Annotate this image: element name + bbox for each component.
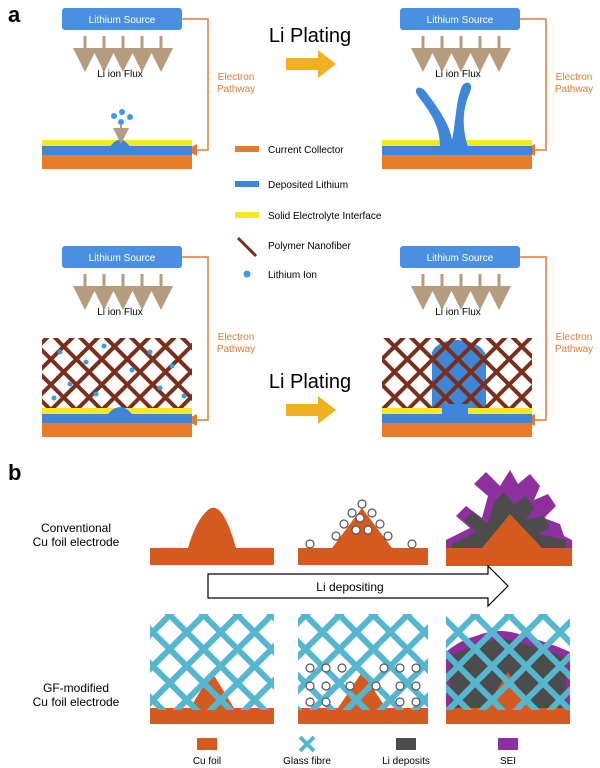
panel-a-bottom-left: Lithium Source Li ion Flux Electron Path… [42,246,255,437]
conventional-stage-1 [150,507,274,565]
gf-stage-2 [298,614,428,724]
li-ion-flux-label: Li ion Flux [97,307,143,318]
li-ion-flux-label: Li ion Flux [97,69,143,80]
lithium-source-box [62,246,182,268]
panel-b-letter: b [8,460,21,485]
li-ion-flux-arrows [411,274,511,310]
row2-label-2: Cu foil electrode [33,695,120,709]
lithium-source-box [62,8,182,30]
current-collector [382,423,532,437]
legend-sei-swatch [235,212,259,218]
legend-current-collector-label: Current Collector [268,145,344,156]
deposited-lithium-layer [42,414,192,423]
row2-label-1: GF-modified [43,681,109,695]
deposited-lithium-layer [42,146,192,155]
li-ions-grid [305,663,421,707]
electron-pathway-line [520,256,547,426]
panel-a-top-right: Lithium Source Li ion Flux Electron Path… [382,8,593,169]
current-collector [42,423,192,437]
glass-fibre-lattice [446,614,570,710]
row1-label-1: Conventional [41,521,111,535]
legend-lithium-ion-swatch [243,270,251,278]
panel-a-legend: Current Collector Deposited Lithium Soli… [235,145,382,281]
lithium-ions [111,109,133,125]
legend-cu-foil-label: Cu foil [193,756,221,767]
legend-li-deposits-swatch [396,738,416,750]
current-collector [42,155,192,169]
glass-fibre-lattice [298,614,428,710]
nanofiber-mesh [42,338,192,408]
plating-arrow-bottom [286,396,336,424]
nanofiber-mesh [382,338,532,408]
electron-label-1: Electron [218,72,255,83]
gf-stage-3 [446,614,570,724]
li-depositing-label: Li depositing [316,580,383,594]
li-ion-flux-label: Li ion Flux [435,307,481,318]
panel-b-row2-label: GF-modified Cu foil electrode [33,681,120,709]
legend-current-collector-swatch [235,146,259,152]
lithium-bump [108,407,132,414]
legend-deposited-lithium-label: Deposited Lithium [268,180,348,191]
legend-glass-fibre-swatch [298,735,316,753]
cu-foil-peak [298,508,428,565]
legend-glass-fibre-label: Glass fibre [283,756,331,767]
legend-nanofiber-swatch [236,236,258,258]
panel-b-row1-label: Conventional Cu foil electrode [33,521,120,549]
deposited-lithium-layer [382,414,532,423]
li-depositing-arrow: Li depositing [207,564,509,608]
conventional-stage-2 [298,499,428,565]
li-ion-flux-arrows [73,274,173,310]
legend-nanofiber-label: Polymer Nanofiber [268,241,351,252]
deposited-lithium-layer [382,146,532,155]
lithium-source-box [400,246,520,268]
current-collector [382,155,532,169]
cu-foil-peak [446,514,572,566]
electron-label-1: Electron [218,332,255,343]
gf-stage-1 [150,614,274,724]
li-ion-flux-label: Li ion Flux [435,69,481,80]
panel-b-legend: Cu foil Glass fibre Li deposits SEI [193,735,518,767]
electron-pathway-line [182,256,209,426]
electron-label-2: Pathway [555,84,593,95]
li-ion-flux-arrows [411,36,511,72]
lithium-source-label: Lithium Source [89,15,156,26]
legend-li-deposits-label: Li deposits [382,756,430,767]
electron-label-1: Electron [556,332,593,343]
panel-a-letter: a [8,2,21,27]
lithium-dendrites [415,82,472,147]
lithium-source-label: Lithium Source [89,253,156,264]
panel-a-top-left: Lithium Source Li ion Flux Electron Path… [42,8,255,169]
li-ion-flux-arrows [73,36,173,72]
electron-label-2: Pathway [217,344,255,355]
legend-lithium-ion-label: Lithium Ion [268,270,317,281]
li-plating-label-top: Li Plating [269,25,351,47]
legend-deposited-lithium-swatch [235,181,259,187]
lithium-source-label: Lithium Source [427,15,494,26]
electron-label-1: Electron [556,72,593,83]
electron-label-2: Pathway [555,344,593,355]
legend-sei-label: SEI [500,756,516,767]
conventional-stage-3 [446,470,572,566]
plating-arrow-top [286,50,336,78]
row1-label-2: Cu foil electrode [33,535,120,549]
cu-foil-peak [150,507,274,565]
panel-a-bottom-right: Lithium Source Li ion Flux Electron Path… [382,246,593,437]
legend-sei-swatch [498,738,518,750]
li-ions-ring [305,499,417,549]
legend-cu-foil-swatch [197,738,217,750]
lithium-source-box [400,8,520,30]
electron-label-2: Pathway [217,84,255,95]
electron-pathway-line [520,18,547,156]
lithium-ions [51,343,187,401]
legend-sei-label: Solid Electrolyte Interface [268,211,382,222]
lithium-source-label: Lithium Source [427,253,494,264]
li-plating-label-bottom: Li Plating [269,371,351,393]
electron-pathway-line [182,18,209,156]
glass-fibre-lattice [150,614,274,710]
